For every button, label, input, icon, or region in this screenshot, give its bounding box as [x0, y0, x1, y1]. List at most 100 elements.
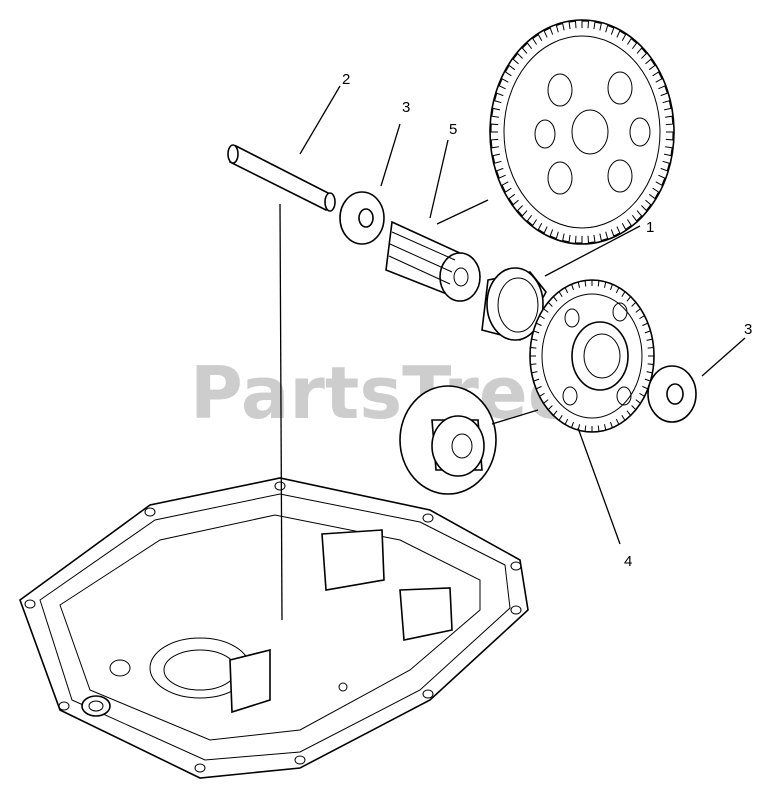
gear-tooth: [549, 229, 559, 240]
gear-tooth: [631, 210, 643, 222]
gear-tooth: [605, 24, 615, 35]
callout-4: 4: [624, 553, 632, 570]
callout-5: 5: [449, 121, 457, 138]
gear-tooth: [526, 214, 538, 227]
gear-tooth: [537, 223, 548, 234]
gear-tooth: [631, 399, 642, 411]
leader-lines: [279, 85, 746, 621]
gear-tooth: [532, 33, 543, 45]
gear-tooth: [516, 205, 528, 217]
bolt-hole: [24, 599, 36, 609]
gear-tooth: [491, 107, 501, 118]
pinion-gear: [385, 220, 481, 302]
gear-tooth: [577, 279, 587, 288]
gear-tooth: [564, 283, 574, 294]
gear-tooth: [647, 355, 655, 366]
gear-tooth: [562, 233, 571, 243]
transmission-housing: [19, 477, 529, 779]
gear-tooth: [492, 153, 502, 164]
gear-tooth: [498, 78, 509, 90]
shaft-pin: [227, 144, 336, 212]
gear-tooth: [665, 115, 674, 126]
gear-tooth: [581, 20, 590, 29]
callout-labels: 2 3 5 1 3 4: [342, 71, 752, 570]
gear-tooth: [512, 52, 523, 65]
gear-tooth: [615, 286, 626, 297]
gear-tooth: [610, 226, 621, 237]
bolt-hole: [510, 605, 522, 615]
gear-tooth: [530, 330, 540, 341]
bolt-hole: [422, 689, 434, 699]
gear-tooth: [652, 71, 663, 83]
gear-tooth: [568, 20, 577, 30]
bolt-hole: [422, 513, 434, 523]
gear-tooth: [603, 281, 614, 291]
gear-tooth: [655, 174, 666, 186]
bushing: [481, 267, 547, 341]
gear-tooth: [646, 338, 655, 349]
gear-tooth: [494, 92, 504, 104]
gear-tooth: [496, 167, 506, 179]
thrust-washer-left: [339, 191, 385, 245]
gear-tooth: [490, 138, 499, 149]
gear-tooth: [635, 307, 646, 320]
callout-3-right: 3: [744, 321, 752, 338]
gear-tooth: [591, 279, 600, 287]
callout-2: 2: [342, 71, 350, 88]
gear-tooth: [599, 231, 609, 242]
gear-tooth: [521, 42, 533, 54]
gear-tooth: [660, 160, 670, 172]
gear-tooth: [532, 378, 542, 390]
gear-tooth: [626, 295, 637, 307]
compound-gear: [529, 279, 655, 433]
bolt-hole: [510, 561, 522, 571]
gear-tooth: [570, 421, 581, 431]
thrust-washer-right: [647, 365, 697, 423]
gear-tooth: [555, 22, 565, 33]
gear-tooth: [543, 27, 554, 38]
large-spur-gear: [489, 19, 675, 245]
gear-tooth: [529, 346, 537, 357]
gear-tooth: [529, 363, 538, 374]
gear-tooth: [639, 385, 649, 398]
gear-tooth: [535, 314, 545, 327]
bolt-hole: [294, 755, 306, 765]
gear-tooth: [501, 181, 512, 193]
gear-tooth: [663, 146, 673, 157]
gear-tooth: [621, 410, 632, 422]
gear-tooth: [542, 301, 553, 313]
gear-tooth: [658, 85, 668, 97]
gear-tooth: [587, 234, 596, 244]
gear-tooth: [558, 415, 569, 426]
gear-tooth: [593, 21, 602, 31]
gear-tooth: [626, 37, 638, 50]
watermark-text: PartsTree: [190, 351, 577, 435]
bolt-hole: [144, 507, 156, 517]
gear-tooth: [490, 123, 499, 133]
gear-tooth: [644, 371, 654, 382]
gear-tooth: [642, 322, 652, 334]
gear-tooth: [641, 199, 652, 212]
gear-tooth: [610, 418, 620, 429]
callout-1: 1: [646, 219, 654, 236]
gear-tooth: [538, 392, 549, 405]
gear-tooth: [504, 64, 516, 77]
gear-tooth: [662, 100, 672, 111]
gear-tooth: [584, 425, 593, 433]
disc-pinion: [399, 385, 497, 495]
bolt-hole: [58, 701, 70, 711]
gear-tooth: [597, 424, 607, 433]
bolt-hole: [274, 481, 286, 491]
gear-tooth: [621, 219, 632, 231]
bolt-hole: [194, 763, 206, 773]
gear-tooth: [574, 235, 583, 244]
gear-tooth: [508, 193, 519, 206]
callout-3-left: 3: [402, 99, 410, 116]
gear-tooth: [547, 405, 558, 417]
gear-tooth: [648, 187, 660, 200]
gear-tooth: [636, 47, 648, 59]
gear-tooth: [665, 131, 674, 141]
gear-tooth: [616, 30, 627, 41]
gear-tooth: [552, 290, 563, 302]
